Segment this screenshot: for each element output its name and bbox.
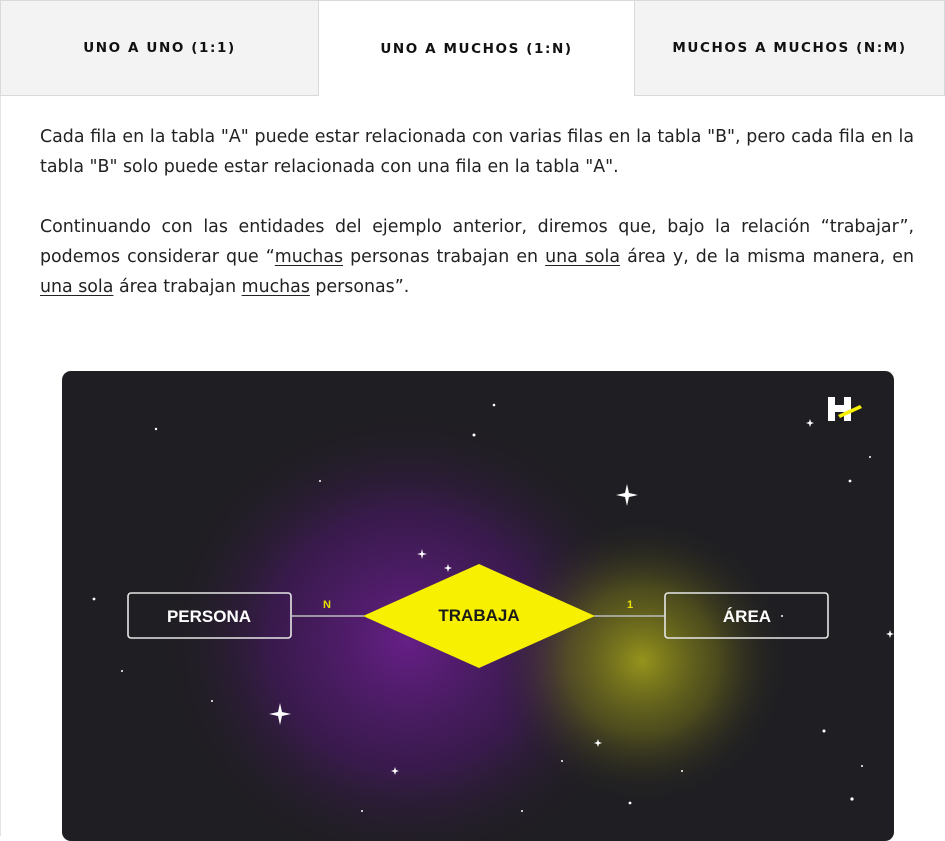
underlined-term: muchas	[274, 247, 344, 267]
example-text: área trabajan	[113, 277, 242, 297]
definition-paragraph: Cada fila en la tabla "A" puede estar re…	[40, 127, 914, 177]
example-text: personas trabajan en	[343, 247, 546, 267]
example-text: Continuando con las entidades del ejempl…	[40, 217, 914, 267]
tab-panel-content: Cada fila en la tabla "A" puede estar re…	[40, 122, 914, 302]
logo	[828, 397, 862, 421]
cardinality-1: 1	[627, 599, 633, 611]
example-text: personas”.	[309, 277, 410, 297]
entity-area-box	[664, 592, 829, 639]
er-diagram-svg: PERSONA TRABAJA ÁREA N 1	[92, 397, 894, 841]
tab-one-to-one[interactable]: UNO A UNO (1:1)	[0, 0, 319, 96]
underlined-term: muchas	[241, 277, 310, 297]
panel-divider	[0, 96, 1, 836]
yellow-glow	[492, 516, 792, 806]
entity-persona-box	[127, 592, 292, 639]
example-paragraph: Continuando con las entidades del ejempl…	[40, 212, 914, 302]
tab-many-to-many[interactable]: MUCHOS A MUCHOS (N:M)	[634, 0, 945, 96]
er-diagram-image: PERSONA TRABAJA ÁREA N 1	[62, 371, 894, 841]
underlined-term: una sola	[545, 247, 621, 267]
cardinality-n: N	[323, 599, 331, 611]
example-text: área y, de la misma manera, en	[620, 247, 914, 267]
relation-diamond	[363, 564, 595, 668]
entity-area-label: ÁREA	[723, 607, 771, 626]
tab-one-to-many[interactable]: UNO A MUCHOS (1:N)	[319, 0, 634, 97]
stars	[92, 403, 871, 812]
relation-label: TRABAJA	[438, 606, 519, 625]
underlined-term: una sola	[40, 277, 114, 297]
entity-persona-label: PERSONA	[167, 607, 251, 626]
relationship-tabs: UNO A UNO (1:1) UNO A MUCHOS (1:N) MUCHO…	[0, 0, 945, 97]
sparkles	[269, 419, 894, 775]
